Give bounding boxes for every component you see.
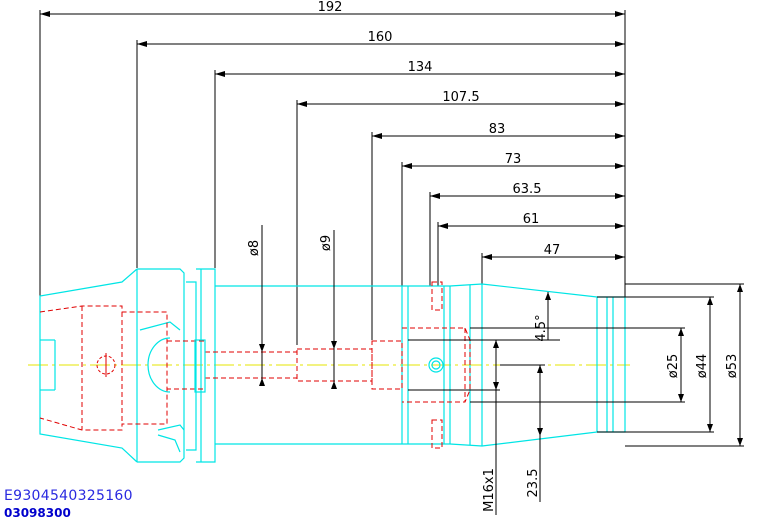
hidden-details: [96, 353, 116, 377]
part-number: E9304540325160: [4, 488, 133, 504]
dim-d9: ø9: [319, 235, 334, 251]
dim-47: 47: [544, 243, 561, 258]
diameter-arrowheads: [259, 284, 743, 446]
dim-192: 192: [318, 0, 343, 15]
dim-d25: ø25: [666, 354, 681, 379]
dim-d53: ø53: [725, 354, 740, 379]
dim-107-5: 107.5: [442, 90, 479, 105]
dim-160: 160: [368, 30, 393, 45]
dim-63-5: 63.5: [513, 182, 542, 197]
dimension-arrowheads: [40, 11, 625, 260]
length-dimensions: [39, 10, 626, 345]
dim-73: 73: [505, 152, 522, 167]
dim-d8: ø8: [247, 240, 262, 256]
order-number: 03098300: [4, 506, 71, 520]
dim-angle: 4.5°: [534, 314, 549, 341]
dim-134: 134: [408, 60, 433, 75]
dim-83: 83: [489, 122, 506, 137]
dim-offset: 23.5: [526, 469, 541, 498]
dim-d44: ø44: [695, 354, 710, 379]
dim-61: 61: [523, 212, 540, 227]
body-outline: [39, 268, 626, 463]
dim-thread: M16x1: [482, 468, 497, 512]
bushing: [147, 337, 206, 393]
